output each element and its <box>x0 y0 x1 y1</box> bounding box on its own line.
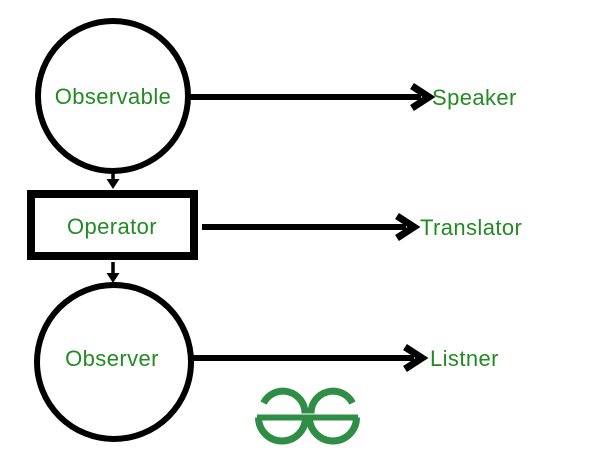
right-arrowhead-icon <box>395 213 421 241</box>
down-arrowhead-icon <box>106 179 120 189</box>
right-arrowhead-icon <box>410 83 436 111</box>
operator-label: Operator <box>67 214 157 239</box>
logo-left-hook <box>260 387 309 414</box>
diagram-labels: Observable Speaker Operator Translator O… <box>55 84 522 371</box>
logo-right-hook <box>307 387 356 414</box>
translator-label: Translator <box>420 215 522 240</box>
diagram-shapes <box>27 18 436 442</box>
observable-label: Observable <box>55 84 172 109</box>
right-arrowhead-icon <box>403 344 429 372</box>
observer-label: Observer <box>65 346 159 371</box>
down-arrowhead-icon <box>106 273 120 283</box>
operator-node <box>27 190 198 260</box>
logo-right-bowl <box>306 417 360 445</box>
geeksforgeeks-logo-icon <box>255 387 360 445</box>
logo-left-bowl <box>255 417 309 445</box>
speaker-label: Speaker <box>432 85 517 110</box>
observer-node <box>34 282 194 442</box>
observable-node <box>35 18 191 174</box>
listner-label: Listner <box>430 346 499 371</box>
